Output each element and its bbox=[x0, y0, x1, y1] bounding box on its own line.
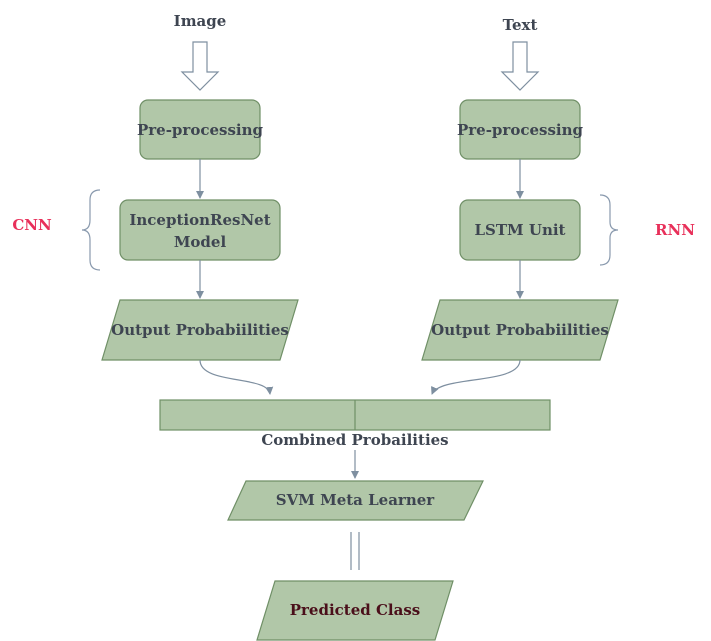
right-preprocessing-label: Pre-processing bbox=[457, 121, 584, 139]
lstm-unit-box: LSTM Unit bbox=[459, 199, 581, 261]
rnn-label: RNN bbox=[655, 221, 695, 239]
predicted-class-parallelogram: Predicted Class bbox=[256, 580, 454, 641]
text-input-arrow bbox=[500, 41, 540, 91]
svm-label: SVM Meta Learner bbox=[276, 491, 435, 509]
cnn-label: CNN bbox=[12, 216, 52, 234]
model-label-line1: InceptionResNet bbox=[129, 211, 270, 229]
rnn-brace bbox=[599, 194, 619, 266]
left-preprocessing-label: Pre-processing bbox=[137, 121, 264, 139]
image-input-label: Image bbox=[174, 12, 227, 30]
left-preprocessing-box: Pre-processing bbox=[137, 99, 264, 160]
model-label-line2: Model bbox=[174, 233, 227, 251]
combined-label: Combined Probailities bbox=[261, 431, 448, 449]
left-output-parallelogram: Output Probabiilities bbox=[101, 299, 299, 361]
cnn-brace bbox=[81, 189, 101, 271]
right-output-parallelogram: Output Probabiilities bbox=[421, 299, 619, 361]
inceptionresnet-model-box: InceptionResNet Model bbox=[119, 199, 281, 261]
lstm-label: LSTM Unit bbox=[475, 221, 566, 239]
left-output-label: Output Probabiilities bbox=[111, 321, 289, 339]
right-preprocessing-box: Pre-processing bbox=[457, 99, 584, 160]
combined-probabilities-bar bbox=[159, 399, 551, 431]
connector-right-output-to-combined bbox=[431, 359, 521, 395]
svm-to-result-connector bbox=[350, 532, 360, 570]
image-input-arrow bbox=[180, 41, 220, 91]
predicted-class-label: Predicted Class bbox=[290, 601, 420, 619]
right-output-label: Output Probabiilities bbox=[431, 321, 609, 339]
svm-meta-learner-parallelogram: SVM Meta Learner bbox=[227, 480, 484, 521]
connector-left-output-to-combined bbox=[199, 359, 274, 395]
text-input-label: Text bbox=[503, 16, 538, 34]
